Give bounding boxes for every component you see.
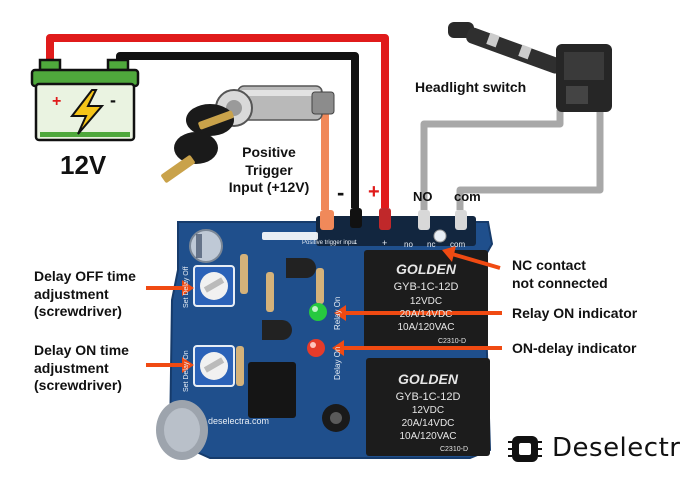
relay-top-rating1: 20A/14VDC	[400, 309, 453, 320]
ignition-key-icon	[161, 85, 335, 183]
delay-on-line3: (screwdriver)	[34, 377, 122, 393]
silk-pos-trigger: Positive trigger input	[302, 240, 357, 246]
delay-off-line2: adjustment	[34, 285, 109, 302]
trigger-label-line1: Positive	[242, 144, 296, 160]
delay-off-line1: Delay OFF time	[34, 268, 136, 284]
relay-bottom-rating1: 20A/14VDC	[402, 418, 455, 429]
terminal-com-label: com	[454, 189, 481, 204]
silk-website: deselectra.com	[208, 416, 269, 426]
led-on-delay	[307, 339, 325, 357]
relay-bottom-text: GOLDEN GYB-1C-12D 12VDC 20A/14VDC 10A/12…	[396, 371, 468, 453]
trigger-label-line3: Input (+12V)	[228, 179, 310, 195]
silk-minus: -	[354, 238, 357, 248]
relay-top-text: GOLDEN GYB-1C-12D 12VDC 20A/14VDC 10A/12…	[394, 261, 466, 345]
delay-on-line2: adjustment	[34, 359, 109, 376]
relay-top-model: GYB-1C-12D	[394, 281, 459, 293]
led-relay-on	[309, 303, 327, 321]
silk-relay-on: Relay On	[333, 297, 342, 330]
brand-logo: Deselectra	[546, 428, 680, 468]
delay-on-annotation: Delay ON time adjustment (screwdriver)	[34, 342, 129, 395]
brand-chip-icon	[508, 436, 542, 462]
nc-contact-line1: NC contact	[512, 257, 586, 273]
relay-bottom-rating2: 10A/120VAC	[399, 431, 456, 442]
annotation-arrows	[146, 246, 502, 373]
battery-voltage-label: 12V	[60, 150, 107, 180]
relay-bottom-model: GYB-1C-12D	[396, 391, 461, 403]
relay-bottom-brand: GOLDEN	[398, 371, 459, 387]
battery-icon	[30, 58, 140, 142]
relay-bottom-coil: 12VDC	[412, 405, 444, 416]
trigger-label: Positive Trigger Input (+12V)	[216, 144, 322, 197]
battery-minus-sign: -	[110, 90, 116, 110]
terminal-no-label: NO	[413, 189, 433, 204]
silk-set-delay-off: Set Delay Off	[183, 266, 190, 308]
relay-on-annotation: Relay ON indicator	[512, 305, 638, 321]
wire-gray-com	[456, 110, 604, 210]
relay-top-coil: 12VDC	[410, 296, 442, 307]
silk-no: no	[404, 240, 413, 249]
board-silkscreen: Positive trigger input - + no nc com Rel…	[183, 238, 465, 426]
delay-on-line1: Delay ON time	[34, 342, 129, 358]
trigger-label-line2: Trigger	[245, 161, 293, 178]
wire-gray-no	[420, 110, 564, 210]
relay-bottom-code: C2310-D	[440, 446, 468, 453]
brand-name: Deselectra	[552, 433, 680, 463]
silk-set-delay-on: Set Delay On	[183, 350, 190, 392]
relay-top-rating2: 10A/120VAC	[397, 322, 454, 333]
nc-contact-line2: not connected	[512, 274, 608, 291]
silk-plus: +	[382, 238, 387, 248]
relay-top-code: C2310-D	[438, 338, 466, 345]
delay-off-annotation: Delay OFF time adjustment (screwdriver)	[34, 268, 136, 321]
terminal-minus-label: -	[337, 180, 345, 205]
headlight-switch-label: Headlight switch	[415, 79, 527, 95]
headlight-stalk-icon	[448, 22, 612, 112]
silk-com: com	[450, 240, 465, 249]
silk-nc: nc	[427, 240, 435, 249]
terminal-plus-label: +	[368, 181, 380, 203]
silk-delay-on: Delay On	[333, 347, 342, 380]
battery-plus-sign: +	[52, 93, 62, 110]
relay-top-brand: GOLDEN	[396, 261, 457, 277]
wire-red-battery-plus	[46, 34, 389, 208]
on-delay-annotation: ON-delay indicator	[512, 340, 637, 356]
delay-off-line3: (screwdriver)	[34, 303, 122, 319]
lightning-bolt-icon	[69, 89, 105, 135]
nc-contact-annotation: NC contact not connected	[512, 257, 608, 292]
